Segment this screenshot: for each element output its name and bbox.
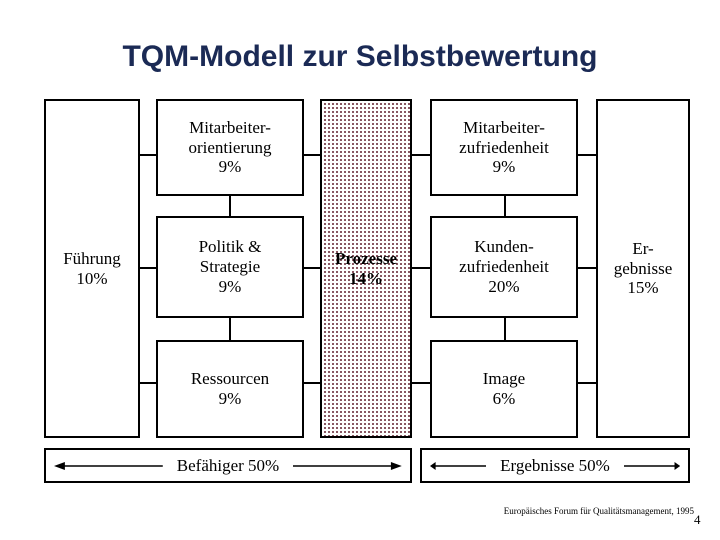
connector-ressourcen-prozesse: [304, 382, 320, 384]
box-mitarbeiterzufriedenheit[interactable]: Mitarbeiter- zufriedenheit 9%: [430, 99, 578, 196]
box-kundenzufriedenheit-line2: zufriedenheit: [459, 257, 549, 277]
connector-mitarbeiterorientierung-politik: [229, 196, 231, 216]
box-mitarbeiterzufriedenheit-line1: Mitarbeiter-: [463, 117, 545, 137]
box-politik-strategie[interactable]: Politik & Strategie 9%: [156, 216, 304, 318]
connector-mitarbeiterorientierung-prozesse: [304, 154, 320, 156]
box-image[interactable]: Image 6%: [430, 340, 578, 438]
box-fuehrung-line1: Führung: [63, 248, 121, 268]
box-politik-strategie-line2: Strategie: [199, 257, 261, 277]
box-kundenzufriedenheit[interactable]: Kunden- zufriedenheit 20%: [430, 216, 578, 318]
page-title: TQM-Modell zur Selbstbewertung: [122, 40, 598, 73]
arrowbar-befaehiger-label: Befähiger 50%: [176, 455, 280, 475]
connector-kundenzufriedenheit-ergebnisse: [578, 267, 596, 269]
connector-politik-prozesse: [304, 267, 320, 269]
arrow-left-icon: [430, 461, 486, 470]
arrow-left-icon: [54, 461, 163, 470]
box-prozesse-line1: Prozesse: [335, 248, 397, 268]
box-mitarbeiterorientierung-line1: Mitarbeiter-: [189, 117, 271, 137]
arrow-right-icon: [624, 461, 680, 470]
connector-politik-ressourcen: [229, 318, 231, 340]
connector-mitarbeiterzufriedenheit-ergebnisse: [578, 154, 596, 156]
box-politik-strategie-line3: 9%: [218, 276, 242, 296]
arrow-right-icon: [293, 461, 402, 470]
connector-kundenzufriedenheit-image: [504, 318, 506, 340]
arrowbar-ergebnisse[interactable]: Ergebnisse 50%: [420, 448, 690, 483]
box-image-line1: Image: [482, 369, 526, 389]
box-ressourcen-line1: Ressourcen: [190, 369, 270, 389]
box-mitarbeiterorientierung[interactable]: Mitarbeiter- orientierung 9%: [156, 99, 304, 196]
box-mitarbeiterzufriedenheit-line2: zufriedenheit: [459, 137, 549, 157]
source-credit: Europäisches Forum für Qualitätsmanageme…: [503, 506, 694, 516]
box-kundenzufriedenheit-line1: Kunden-: [474, 237, 534, 257]
box-politik-strategie-line1: Politik &: [198, 237, 262, 257]
box-ergebnisse-line2: gebnisse: [613, 258, 673, 278]
box-mitarbeiterzufriedenheit-line3: 9%: [492, 157, 516, 177]
box-ergebnisse[interactable]: Er- gebnisse 15%: [596, 99, 690, 438]
box-ressourcen-line2: 9%: [218, 389, 242, 408]
connector-fuehrung-ressourcen: [138, 382, 156, 384]
connector-fuehrung-mitarbeiterorientierung: [138, 154, 156, 156]
box-image-line2: 6%: [492, 389, 516, 408]
box-kundenzufriedenheit-line3: 20%: [488, 276, 520, 296]
box-mitarbeiterorientierung-line3: 9%: [218, 157, 242, 177]
slide-number: 4: [694, 512, 701, 527]
connector-mitarbeiterzufriedenheit-kundenzufriedenheit: [504, 196, 506, 216]
box-ergebnisse-line3: 15%: [627, 278, 659, 298]
box-fuehrung[interactable]: Führung 10%: [44, 99, 140, 438]
box-ergebnisse-line1: Er-: [632, 238, 654, 258]
arrowbar-befaehiger[interactable]: Befähiger 50%: [44, 448, 412, 483]
box-fuehrung-line2: 10%: [76, 268, 108, 288]
connector-prozesse-mitarbeiterzufriedenheit: [412, 154, 430, 156]
connector-fuehrung-politik: [138, 267, 156, 269]
connector-prozesse-kundenzufriedenheit: [412, 267, 430, 269]
box-mitarbeiterorientierung-line2: orientierung: [188, 137, 272, 157]
connector-prozesse-image: [412, 382, 430, 384]
box-prozesse[interactable]: Prozesse 14%: [320, 99, 412, 438]
connector-image-ergebnisse: [578, 382, 596, 384]
box-ressourcen[interactable]: Ressourcen 9%: [156, 340, 304, 438]
arrowbar-ergebnisse-label: Ergebnisse 50%: [500, 455, 610, 475]
box-prozesse-line2: 14%: [349, 268, 383, 288]
